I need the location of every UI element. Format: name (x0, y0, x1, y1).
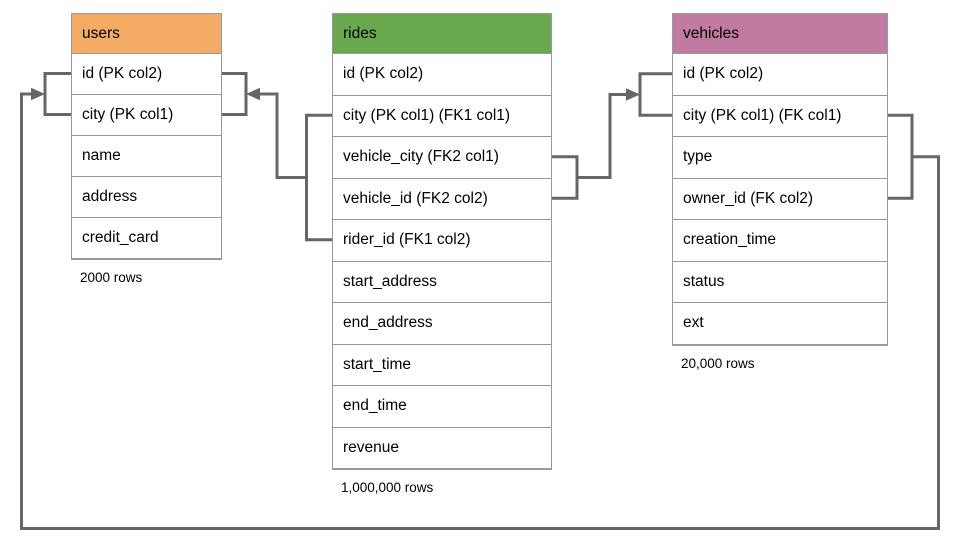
table-vehicles-row-city: city (PK col1) (FK col1) (673, 96, 887, 137)
table-vehicles: vehicles id (PK col2) city (PK col1) (FK… (672, 13, 888, 371)
table-vehicles-row-status: status (673, 262, 887, 303)
table-rides-row-end-address: end_address (333, 303, 551, 345)
table-vehicles-row-type: type (673, 137, 887, 179)
rides-fk2-bracket-right (552, 155, 579, 200)
table-rides-row-end-time: end_time (333, 386, 551, 428)
table-rides-header: rides (333, 14, 551, 54)
table-rides-row-id: id (PK col2) (333, 54, 551, 96)
table-users-row-city: city (PK col1) (72, 95, 221, 136)
table-vehicles-header: vehicles (673, 14, 887, 54)
table-users-row-address: address (72, 177, 221, 218)
table-vehicles-row-id: id (PK col2) (673, 54, 887, 96)
table-users-row-name: name (72, 136, 221, 177)
table-users-row-credit-card: credit_card (72, 218, 221, 259)
rides-fk1-bracket-left (305, 113, 332, 242)
table-rides-row-start-address: start_address (333, 262, 551, 303)
users-pk-bracket-right (222, 72, 248, 116)
table-users-header: users (72, 14, 221, 54)
table-vehicles-row-ext: ext (673, 303, 887, 345)
table-rides-row-start-time: start_time (333, 345, 551, 386)
table-vehicles-row-owner-id: owner_id (FK col2) (673, 179, 887, 220)
vehicles-fk-bracket-right (888, 113, 914, 200)
table-rides-row-revenue: revenue (333, 428, 551, 469)
table-rides-row-city: city (PK col1) (FK1 col1) (333, 96, 551, 137)
rides-to-vehicles-arrowhead (626, 88, 640, 101)
table-rides-row-vehicle-city: vehicle_city (FK2 col1) (333, 137, 551, 179)
table-users-row-count: 2000 rows (80, 270, 143, 285)
rides-to-vehicles-line (577, 93, 627, 179)
table-users-row-id: id (PK col2) (72, 54, 221, 95)
table-rides: rides id (PK col2) city (PK col1) (FK1 c… (332, 13, 552, 495)
table-vehicles-row-creation-time: creation_time (673, 220, 887, 262)
users-pk-bracket-left (43, 72, 71, 116)
table-rides-row-count: 1,000,000 rows (341, 480, 434, 495)
vehicles-pk-bracket-left (638, 72, 672, 117)
table-users: users id (PK col2) city (PK col1) name a… (71, 13, 222, 285)
table-vehicles-row-count: 20,000 rows (681, 355, 755, 371)
vehicles-to-users-arrowhead (31, 87, 45, 101)
rides-to-users-line (259, 92, 307, 179)
table-rides-row-rider-id: rider_id (FK1 col2) (333, 220, 551, 262)
rides-to-users-arrowhead (246, 87, 260, 101)
table-rides-row-vehicle-id: vehicle_id (FK2 col2) (333, 179, 551, 220)
